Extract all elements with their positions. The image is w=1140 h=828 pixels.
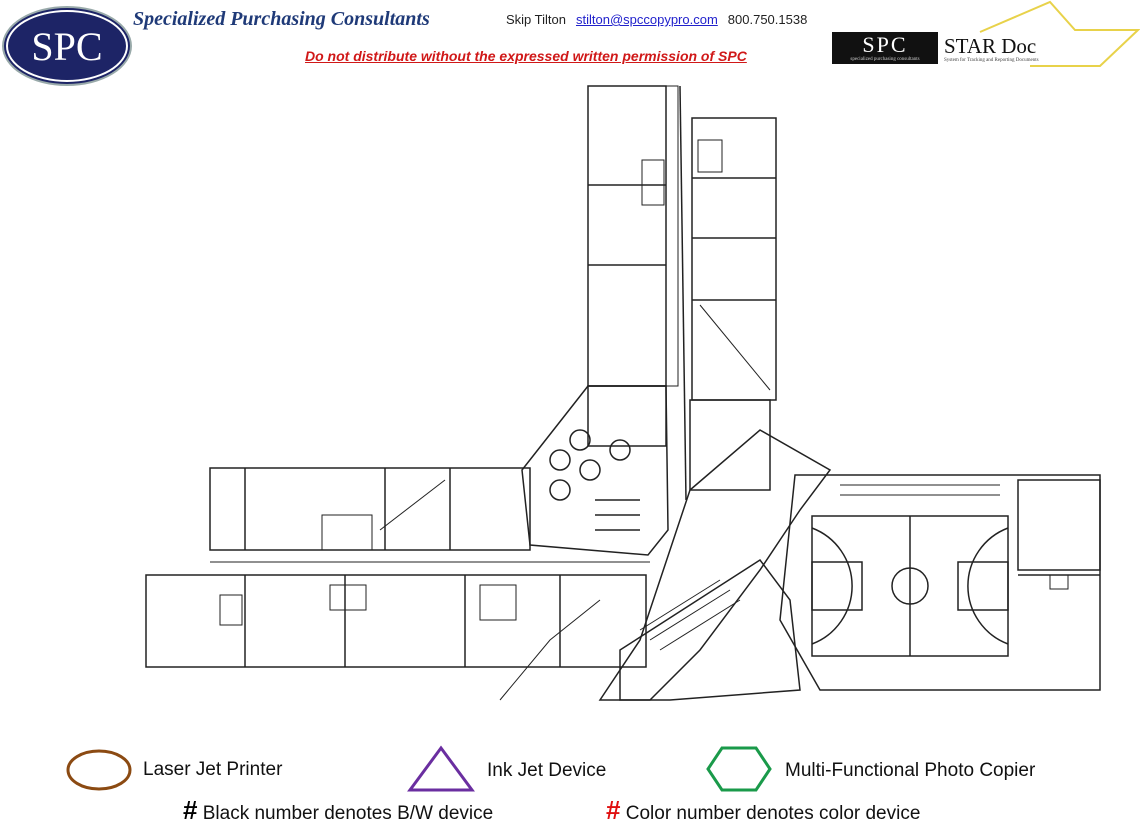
- library: [521, 385, 669, 556]
- distribution-warning: Do not distribute without the expressed …: [305, 48, 747, 64]
- company-name: Specialized Purchasing Consultants: [133, 8, 430, 30]
- floor-plan: [145, 85, 1101, 701]
- west-wing: [145, 467, 650, 668]
- contact-name: Skip Tilton: [506, 12, 566, 27]
- star-icon: [979, 0, 1140, 67]
- contact-info: Skip Tilton stilton@spccopypro.com 800.750…: [506, 12, 807, 27]
- spc-logo: SPC: [2, 6, 132, 86]
- gymnasium: [779, 474, 1101, 691]
- black-hash-icon: #: [183, 795, 198, 825]
- photo-copier-icon: [706, 746, 772, 792]
- legend-ink-jet-label: Ink Jet Device: [487, 760, 607, 781]
- stardoc-tagline: System for Tracking and Reporting Docume…: [944, 58, 1039, 63]
- stardoc-title: STAR Doc: [944, 34, 1037, 58]
- legend-laser-jet-label: Laser Jet Printer: [143, 759, 283, 780]
- central-corridor: [499, 429, 832, 701]
- laser-jet-printer-icon: [66, 749, 132, 791]
- contact-email-link[interactable]: stilton@spccopypro.com: [575, 12, 718, 27]
- legend-copier-label: Multi-Functional Photo Copier: [785, 760, 1036, 781]
- ink-jet-device-icon: [407, 745, 475, 792]
- color-number-note: # Color number denotes color device: [606, 795, 921, 825]
- red-hash-icon: #: [606, 795, 621, 825]
- bw-number-note: # Black number denotes B/W device: [183, 795, 494, 825]
- contact-phone: 800.750.1538: [727, 12, 808, 27]
- north-wing: [587, 85, 777, 501]
